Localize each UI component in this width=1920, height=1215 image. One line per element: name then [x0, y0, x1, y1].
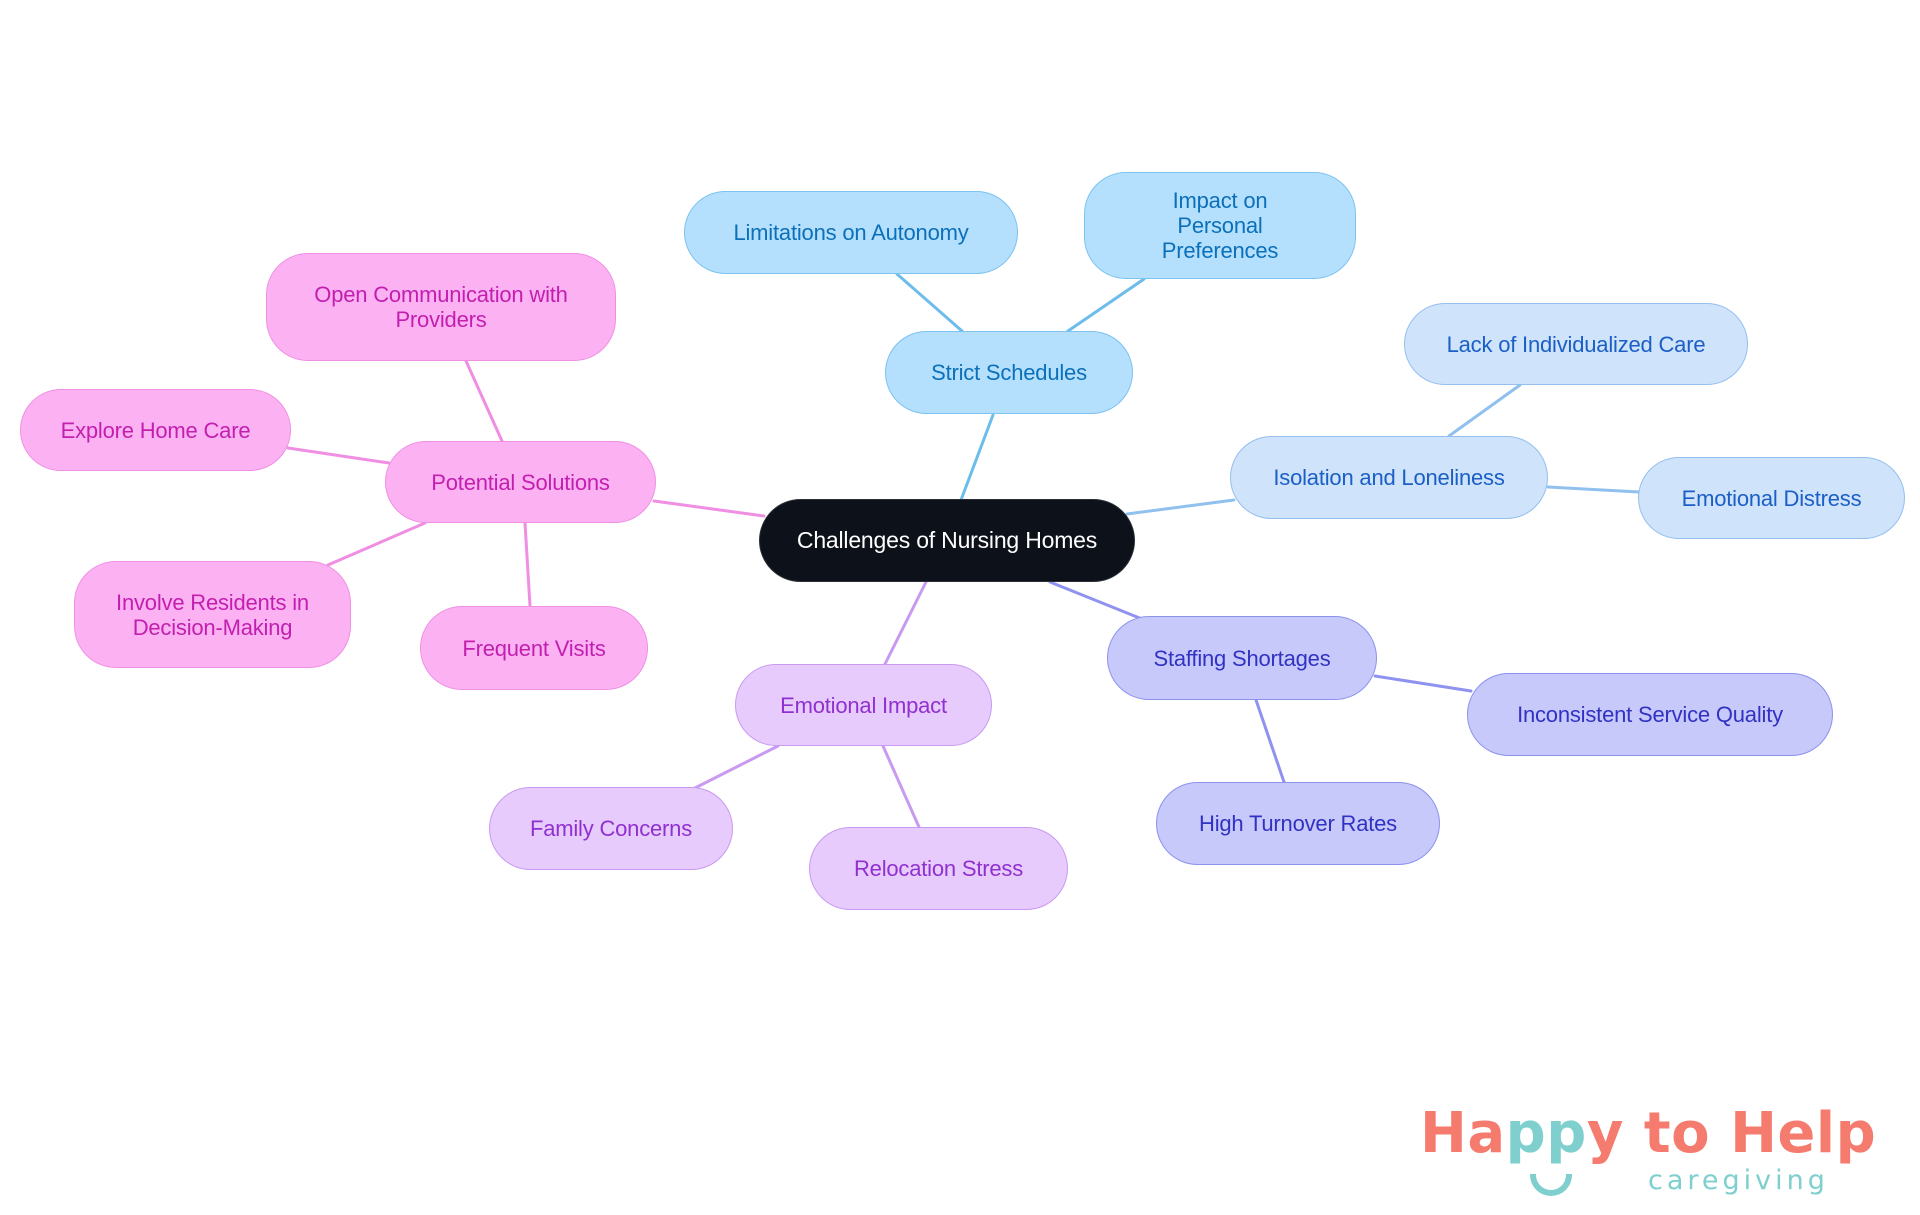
node-involve-residents-in-decision-making[interactable]: Involve Residents in Decision-Making: [74, 561, 351, 668]
edge-isolation-emotional-distress: [1546, 485, 1641, 494]
edge-staffing-turnover: [1254, 698, 1286, 784]
node-family-concerns[interactable]: Family Concerns: [489, 787, 733, 870]
node-inconsistent-service-quality[interactable]: Inconsistent Service Quality: [1467, 673, 1833, 756]
root-node[interactable]: Challenges of Nursing Homes: [759, 499, 1135, 582]
logo-tagline: caregiving: [1648, 1165, 1829, 1196]
logo-part-3: y to Help: [1586, 1101, 1877, 1166]
edge-solutions-involve-residents: [326, 521, 427, 567]
edge-root-emotional-impact: [883, 580, 928, 666]
edge-strict-schedules-impact: [1066, 277, 1146, 333]
node-emotional-distress[interactable]: Emotional Distress: [1638, 457, 1905, 539]
node-isolation-and-loneliness[interactable]: Isolation and Loneliness: [1230, 436, 1548, 519]
edge-root-isolation: [1125, 498, 1236, 516]
edge-root-solutions: [652, 499, 766, 518]
edge-root-staffing: [1048, 580, 1144, 621]
logo-wordmark: Happy to Help: [1420, 1102, 1876, 1166]
node-potential-solutions[interactable]: Potential Solutions: [385, 441, 656, 523]
node-lack-of-individualized-care[interactable]: Lack of Individualized Care: [1404, 303, 1748, 385]
edge-isolation-lack-of-care: [1447, 383, 1522, 438]
smile-icon: [1530, 1174, 1572, 1196]
edge-emotional-relocation: [881, 744, 921, 829]
node-open-communication-with-providers[interactable]: Open Communication with Providers: [266, 253, 616, 361]
edge-emotional-family: [693, 744, 780, 790]
logo-part-1: Ha: [1420, 1101, 1506, 1166]
node-high-turnover-rates[interactable]: High Turnover Rates: [1156, 782, 1440, 865]
node-emotional-impact[interactable]: Emotional Impact: [735, 664, 992, 746]
node-impact-on-personal-preferences[interactable]: Impact on Personal Preferences: [1084, 172, 1356, 279]
node-explore-home-care[interactable]: Explore Home Care: [20, 389, 291, 471]
edge-solutions-explore-home-care: [286, 446, 391, 465]
edge-solutions-open-communication: [464, 359, 504, 443]
node-strict-schedules[interactable]: Strict Schedules: [885, 331, 1133, 414]
node-limitations-on-autonomy[interactable]: Limitations on Autonomy: [684, 191, 1018, 274]
node-relocation-stress[interactable]: Relocation Stress: [809, 827, 1068, 910]
logo-part-2: pp: [1505, 1101, 1587, 1166]
brand-logo: Happy to Help caregiving: [1420, 1102, 1900, 1212]
node-frequent-visits[interactable]: Frequent Visits: [420, 606, 648, 690]
edge-strict-schedules-limitations: [895, 272, 964, 333]
edge-staffing-inconsistent: [1373, 674, 1473, 693]
edge-root-strict-schedules: [959, 413, 995, 502]
edge-solutions-frequent-visits: [523, 521, 532, 608]
node-staffing-shortages[interactable]: Staffing Shortages: [1107, 616, 1377, 700]
